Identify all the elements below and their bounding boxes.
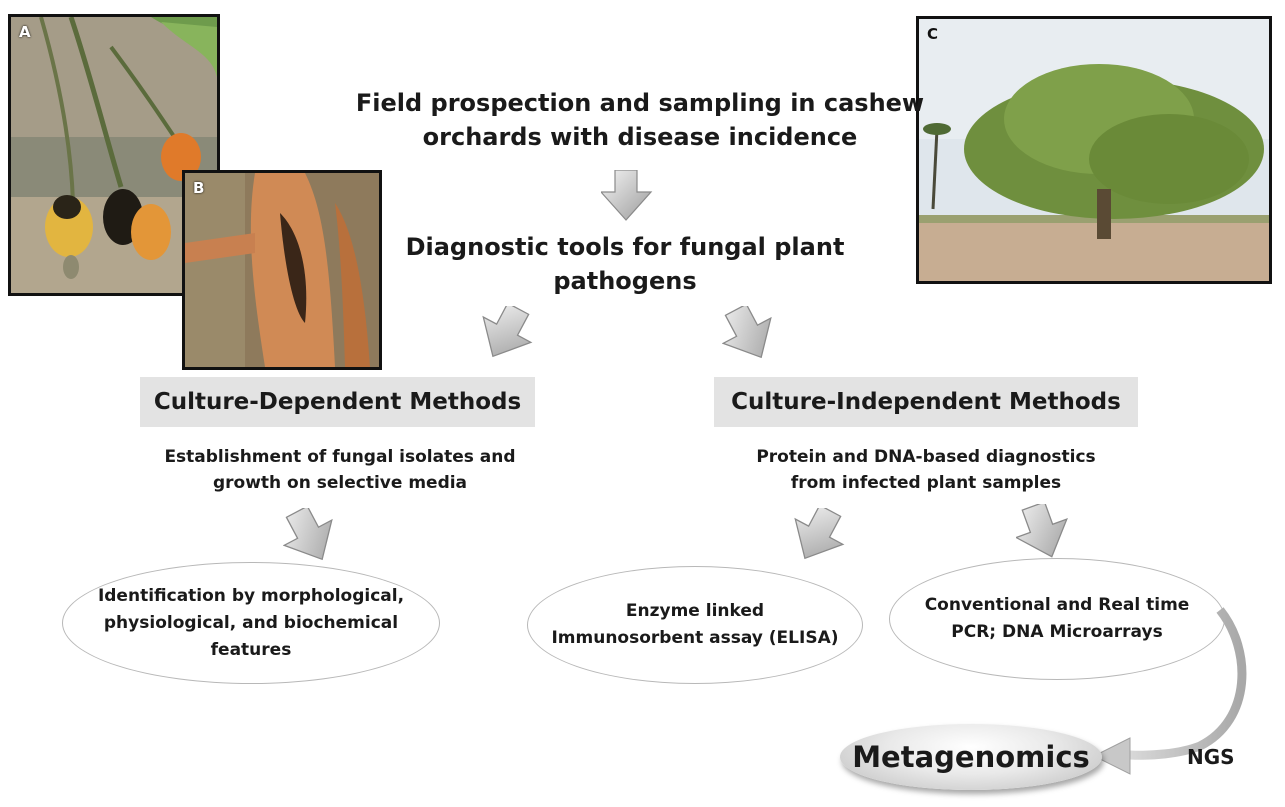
diagnostic-tools-title: Diagnostic tools for fungal plant pathog… <box>405 233 845 295</box>
down-arrow-icon <box>601 170 652 221</box>
down-right-arrow-icon <box>722 306 778 362</box>
panel-label-a: A <box>19 23 31 41</box>
field-sampling-title: Field prospection and sampling in cashew… <box>355 89 925 151</box>
down-left-arrow-icon <box>790 508 846 564</box>
culture-dependent-description: Establishment of fungal isolates and gro… <box>164 447 516 493</box>
elisa-ellipse: Enzyme linked Immunosorbent assay (ELISA… <box>527 566 863 684</box>
cashew-tree-image <box>919 19 1269 281</box>
pcr-ellipse: Conventional and Real time PCR; DNA Micr… <box>889 558 1225 680</box>
ngs-label: NGS <box>1187 745 1235 769</box>
curved-arrow-icon <box>1092 607 1247 775</box>
metagenomics-node: Metagenomics <box>840 724 1102 790</box>
down-left-arrow-icon <box>283 508 339 564</box>
panel-label-b: B <box>193 179 205 197</box>
trunk-lesion-image <box>185 173 379 367</box>
photo-cashew-tree: C <box>916 16 1272 284</box>
down-right-arrow-icon <box>1016 504 1072 560</box>
panel-label-c: C <box>927 25 939 43</box>
culture-dependent-box: Culture-Dependent Methods <box>140 377 535 427</box>
down-left-arrow-icon <box>478 306 534 362</box>
photo-trunk-lesion: B <box>182 170 382 370</box>
identification-ellipse: Identification by morphological, physiol… <box>62 562 440 684</box>
culture-independent-description: Protein and DNA-based diagnostics from i… <box>756 447 1096 493</box>
culture-independent-box: Culture-Independent Methods <box>714 377 1138 427</box>
